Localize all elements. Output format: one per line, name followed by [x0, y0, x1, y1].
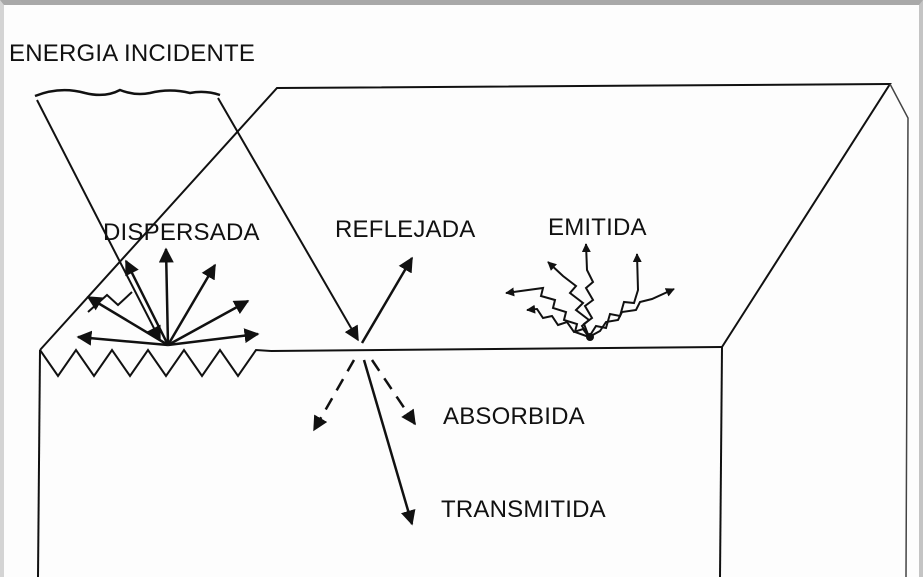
scatter-arrow-3: [124, 259, 170, 346]
emission-source-dot: [586, 333, 594, 341]
emitted-wave-5: [588, 288, 675, 338]
label-incident-energy: ENERGIA INCIDENTE: [9, 40, 256, 67]
incident-rays: [36, 97, 359, 342]
absorbed-arrow-right: [370, 359, 417, 426]
scatter-arrow-1: [76, 330, 169, 347]
label-emitted: EMITIDA: [548, 214, 647, 241]
scatter-arrow-5: [166, 263, 217, 346]
incident-ray-right: [217, 97, 359, 342]
material-block: [37, 82, 909, 577]
emitted-wave-4: [588, 253, 642, 338]
smooth-surface-edge: [270, 346, 723, 352]
label-reflected: REFLEJADA: [335, 216, 476, 243]
transmitted-arrow: [362, 359, 416, 526]
label-absorbed: ABSORBIDA: [443, 403, 585, 430]
top-surface-outline: [39, 82, 892, 351]
front-left-edge: [37, 349, 41, 577]
emitted-wave-1: [505, 286, 590, 338]
rough-surface-zigzag: [39, 348, 272, 378]
emitted-wave-3: [581, 243, 595, 338]
incident-wavefront: [34, 88, 221, 98]
scatter-arrow-4: [158, 247, 174, 346]
emitted-wave-6: [526, 304, 590, 338]
absorbed-rays: [312, 359, 417, 432]
label-transmitted: TRANSMITIDA: [441, 496, 606, 523]
emitted-rays: [505, 243, 675, 338]
scatter-arrow-2: [86, 295, 169, 347]
scattered-rays: [76, 247, 260, 347]
scatter-arrow-7: [167, 328, 260, 347]
scatter-arrow-6: [167, 299, 250, 347]
incident-ray-left: [36, 99, 161, 342]
absorbed-arrow-left: [312, 359, 356, 432]
reflected-arrow: [360, 256, 414, 344]
label-scattered: DISPERSADA: [103, 219, 260, 246]
back-right-edge: [889, 83, 909, 577]
front-right-edge: [719, 346, 723, 577]
